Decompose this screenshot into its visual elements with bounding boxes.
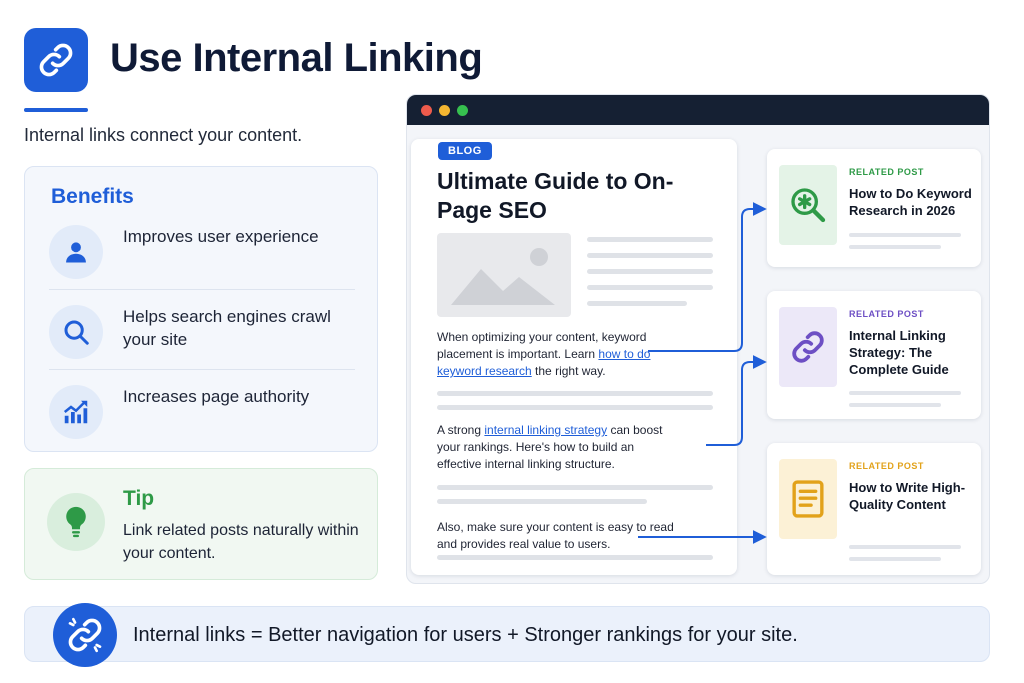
text-placeholder-line bbox=[587, 237, 713, 242]
header-logo bbox=[24, 28, 88, 92]
close-dot-icon[interactable] bbox=[421, 105, 432, 116]
text-placeholder-line bbox=[437, 391, 713, 396]
title-underline bbox=[24, 108, 88, 112]
page-subtitle: Internal links connect your content. bbox=[24, 125, 303, 145]
document-icon bbox=[792, 480, 824, 518]
image-placeholder-icon bbox=[437, 233, 571, 317]
link-icon bbox=[39, 43, 73, 77]
related-post-card[interactable]: RELATED POST How to Write High-Quality C… bbox=[767, 443, 981, 575]
article-title: Ultimate Guide to On-Page SEO bbox=[437, 168, 674, 223]
divider bbox=[49, 369, 355, 370]
benefit-item: Improves user experience bbox=[49, 219, 355, 293]
text-placeholder-line bbox=[849, 403, 941, 407]
divider bbox=[49, 289, 355, 290]
text-placeholder-line bbox=[437, 485, 713, 490]
footer-text: Internal links = Better navigation for u… bbox=[133, 624, 798, 646]
benefit-item: Helps search engines crawl your site bbox=[49, 299, 355, 373]
text-placeholder-line bbox=[849, 233, 961, 237]
keyword-search-icon bbox=[791, 188, 826, 223]
tip-text: Link related posts naturally within your… bbox=[123, 522, 359, 562]
related-post-title: How to Do Keyword Research in 2026 bbox=[849, 186, 972, 218]
minimize-dot-icon[interactable] bbox=[439, 105, 450, 116]
text-placeholder-line bbox=[587, 269, 713, 274]
search-icon bbox=[64, 320, 89, 345]
related-post-label: RELATED POST bbox=[849, 461, 924, 471]
related-post-card[interactable]: RELATED POST How to Do Keyword Research … bbox=[767, 149, 981, 267]
internal-linking-link[interactable]: internal linking strategy bbox=[484, 423, 608, 437]
maximize-dot-icon[interactable] bbox=[457, 105, 468, 116]
related-post-title: Internal Linking Strategy: The Complete … bbox=[849, 328, 949, 377]
benefit-text: Increases page authority bbox=[123, 387, 310, 406]
text-placeholder-line bbox=[437, 499, 647, 504]
text-placeholder-line bbox=[587, 285, 713, 290]
chart-up-icon bbox=[63, 400, 88, 424]
browser-window: BLOG Ultimate Guide to On-Page SEO When … bbox=[406, 94, 990, 584]
link-icon bbox=[792, 331, 824, 363]
benefit-text: Improves user experience bbox=[123, 227, 319, 246]
footer-banner: Internal links = Better navigation for u… bbox=[24, 603, 990, 667]
related-post-title: How to Write High-Quality Content bbox=[849, 480, 966, 512]
tip-heading: Tip bbox=[123, 487, 155, 510]
text-placeholder-line bbox=[587, 301, 687, 306]
text-placeholder-line bbox=[849, 391, 961, 395]
text-placeholder-line bbox=[849, 245, 941, 249]
text-placeholder-line bbox=[437, 405, 713, 410]
related-post-card[interactable]: RELATED POST Internal Linking Strategy: … bbox=[767, 291, 981, 419]
browser-titlebar bbox=[407, 95, 989, 125]
text-placeholder-line bbox=[849, 557, 941, 561]
benefit-text: Helps search engines crawl your site bbox=[123, 307, 331, 349]
text-placeholder-line bbox=[437, 555, 713, 560]
blog-tag: BLOG bbox=[438, 142, 492, 160]
tip-panel: Tip Link related posts naturally within … bbox=[24, 468, 378, 580]
article-paragraph: When optimizing your content, keyword pl… bbox=[437, 330, 651, 378]
blog-article: BLOG Ultimate Guide to On-Page SEO When … bbox=[411, 139, 737, 575]
page-title: Use Internal Linking bbox=[110, 36, 483, 80]
related-post-label: RELATED POST bbox=[849, 309, 924, 319]
benefits-heading: Benefits bbox=[51, 185, 134, 208]
keyword-research-link[interactable]: how to do keyword research bbox=[437, 347, 651, 378]
article-paragraph: Also, make sure your content is easy to … bbox=[437, 520, 674, 551]
user-icon bbox=[66, 242, 86, 263]
link-icon bbox=[68, 617, 102, 653]
text-placeholder-line bbox=[849, 545, 961, 549]
lightbulb-icon bbox=[66, 506, 86, 538]
benefits-panel: Benefits Improves user experience Helps … bbox=[24, 166, 378, 452]
text-placeholder-line bbox=[587, 253, 713, 258]
article-paragraph: A strong internal linking strategy can b… bbox=[437, 423, 663, 471]
benefit-item: Increases page authority bbox=[49, 379, 355, 453]
related-post-label: RELATED POST bbox=[849, 167, 924, 177]
